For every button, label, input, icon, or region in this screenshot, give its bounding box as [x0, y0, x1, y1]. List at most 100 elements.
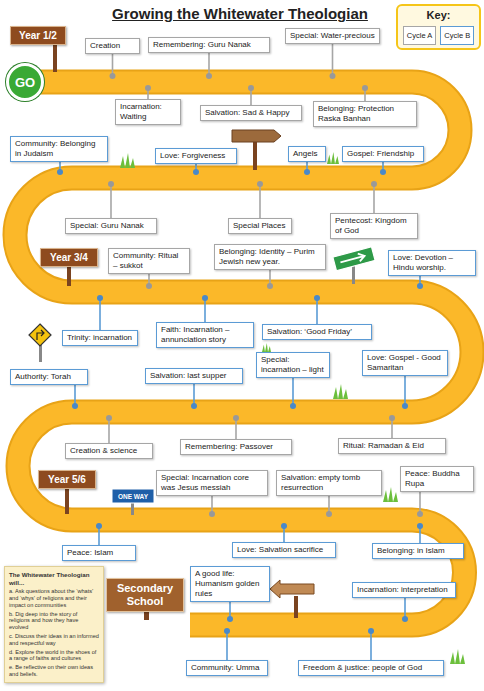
green-road-sign — [333, 247, 375, 284]
node-label: Creation & science — [70, 446, 148, 456]
node-label: Peace: Buddha Rupa — [405, 469, 469, 489]
node-label: Key: — [403, 9, 474, 21]
topic-box: Faith: Incarnation – annunciation story — [156, 322, 254, 348]
topic-box: Belonging: in Islam — [372, 543, 464, 559]
topic-box: Salvation: empty tomb resurrection — [276, 470, 382, 496]
road-dot — [108, 181, 114, 187]
arrow-post — [294, 596, 298, 618]
sign-arrow — [339, 252, 365, 266]
topic-box: Belonging: Identity – Purim Jewish new y… — [214, 244, 326, 270]
node-label: A good life: Humanism golden rules — [195, 569, 265, 599]
leader-line — [259, 184, 261, 218]
signpost-board — [232, 130, 281, 142]
topic-box: Salvation: last supper — [145, 368, 243, 384]
road-dot — [380, 169, 386, 175]
grass-tuft — [120, 153, 135, 168]
road-dot — [402, 616, 408, 622]
node-label: Remembering: Passover — [185, 442, 287, 452]
road-dot — [145, 85, 151, 91]
leader-line — [404, 376, 406, 406]
topic-box: Salvation: ‘Good Friday’ — [262, 324, 372, 340]
leader-line — [292, 378, 294, 406]
sign-arrow — [37, 330, 44, 340]
node-label: Incarnation: Waiting — [120, 102, 176, 122]
topic-box: Freedom & justice: people of God — [298, 660, 444, 676]
note-item: b. Dig deep into the story of religions … — [9, 611, 99, 631]
road-dot — [191, 403, 197, 409]
node-label: Ritual: Ramadan & Eid — [343, 441, 441, 451]
node-label: Salvation: last supper — [150, 371, 238, 381]
road-dot — [206, 73, 212, 79]
topic-box: Authority: Torah — [10, 369, 88, 385]
topic-box: Community: Ritual – sukkot — [108, 248, 190, 274]
road-surface — [15, 82, 472, 625]
topic-box: Special: Guru Nanak — [65, 218, 157, 234]
legend-label: Cycle B — [444, 31, 470, 40]
topic-box: Community: Umma — [186, 660, 268, 676]
road-dot — [267, 283, 273, 289]
node-label: Angels — [293, 149, 321, 159]
node-label: Creation — [90, 41, 135, 51]
topic-box: A good life: Humanism golden rules — [190, 566, 270, 602]
sign-posts — [53, 42, 149, 620]
year-sign: Year 5/6 — [38, 470, 96, 489]
node-label: Incarnation: interpretation — [357, 585, 451, 595]
topic-box: Trinity: incarnation — [62, 330, 138, 346]
grass-tuft — [450, 649, 465, 664]
road-dot — [281, 523, 287, 529]
node-label: Love: Devotion – Hindu worship. — [393, 253, 471, 273]
road-edge — [15, 82, 472, 625]
road-dot — [227, 616, 233, 622]
sign-plate — [112, 489, 154, 503]
legend-label: Cycle A — [407, 31, 432, 40]
leader-line — [112, 54, 114, 76]
topic-box: Ritual: Ramadan & Eid — [338, 438, 446, 454]
start-circle: GO — [6, 63, 44, 101]
topic-box: Incarnation: interpretation — [352, 582, 456, 598]
sign-text: ONE WAY — [112, 489, 154, 503]
node-label: Salvation: ‘Good Friday’ — [267, 327, 367, 337]
road-dot — [106, 415, 112, 421]
road-dot — [193, 169, 199, 175]
node-label: Special Places — [233, 221, 287, 231]
road-dot — [97, 295, 103, 301]
topic-box: Incarnation: Waiting — [115, 99, 181, 125]
grass-tuft — [262, 343, 271, 352]
topic-box: Love: Gospel - Good Samaritan — [362, 350, 448, 376]
legend-swatch: Cycle B — [440, 26, 474, 45]
node-label: Community: Umma — [191, 663, 263, 673]
topic-box: Love: Devotion – Hindu worship. — [388, 250, 476, 276]
leader-line — [419, 492, 421, 514]
road-dot — [417, 511, 423, 517]
node-label: Love: Forgiveness — [160, 151, 232, 161]
node-label: Belonging: in Islam — [377, 546, 459, 556]
arrow-board — [270, 580, 314, 598]
topic-box: Pentecost: Kingdom of God — [330, 213, 418, 239]
sign-pole — [131, 502, 134, 515]
topic-box: Creation & science — [65, 443, 153, 459]
node-label: Trinity: incarnation — [67, 333, 133, 343]
road-dot — [402, 403, 408, 409]
sign-pole — [39, 345, 42, 362]
road-dot — [233, 415, 239, 421]
node-label: GO — [15, 75, 35, 90]
road-dot — [72, 403, 78, 409]
road-dot — [257, 181, 263, 187]
road-dot — [224, 628, 230, 634]
leader-line — [235, 418, 237, 439]
node-label: Love: Gospel - Good Samaritan — [367, 353, 443, 373]
road-dot — [248, 85, 254, 91]
node-label: Special: Incarnation core was Jesus mess… — [161, 473, 263, 493]
node-label: Year 1/2 — [16, 30, 60, 41]
topic-box: Angels — [288, 146, 326, 162]
grass-tuft — [327, 152, 339, 164]
topic-box: Special: incarnation – light — [256, 352, 330, 378]
topic-box: Remembering: Guru Nanak — [148, 37, 270, 53]
sign-plate — [333, 247, 375, 271]
node-label: Belonging: Protection Raska Banhan — [318, 104, 412, 124]
leader-line — [208, 53, 210, 76]
sign-post — [53, 42, 57, 72]
legend-swatch: Cycle A — [403, 26, 436, 45]
